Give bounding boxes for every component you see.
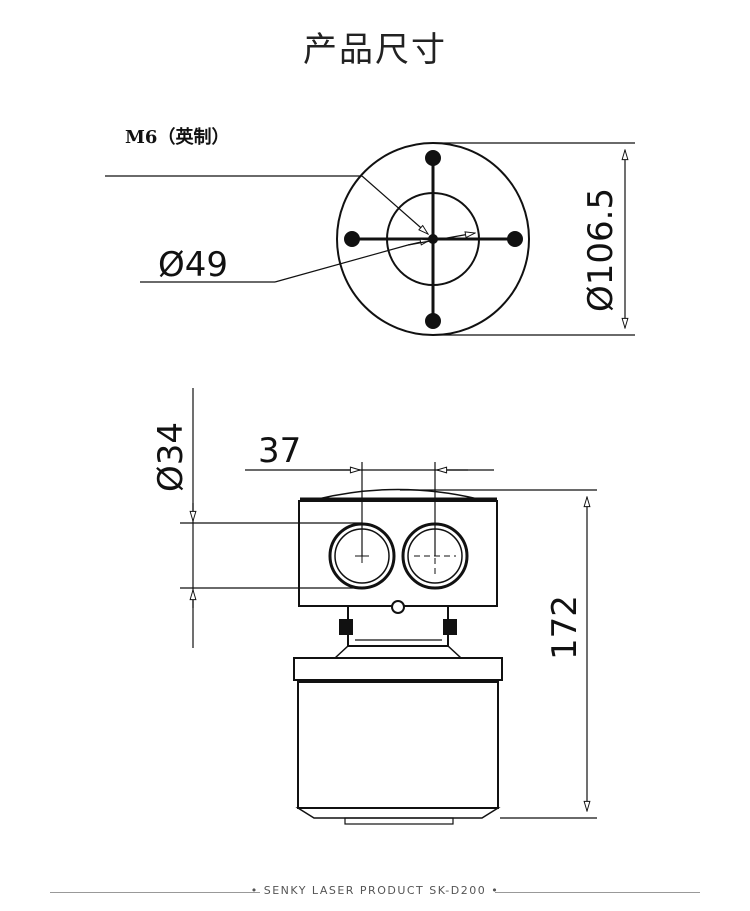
lens-spacing-label: 37: [258, 431, 301, 471]
height-dimension: [400, 489, 597, 819]
inner-diameter-label: Ø49: [158, 245, 228, 285]
outer-diameter-label: Ø106.5: [581, 188, 621, 312]
footer-rule-left: [50, 892, 260, 893]
top-view: [336, 142, 530, 336]
center-dot: [428, 234, 438, 244]
top-dome: [317, 488, 479, 500]
spoke-dot-bottom: [425, 313, 441, 329]
inner-diameter-leader: [140, 233, 475, 283]
lower-body: [297, 681, 499, 809]
footer-rule-right: [495, 892, 700, 893]
height-label: 172: [545, 595, 585, 660]
lens-spacing-dimension: [245, 462, 494, 556]
lens-diameter-dimension: [180, 388, 362, 648]
spoke-dot-right: [507, 231, 523, 247]
page-title: 产品尺寸: [303, 30, 447, 70]
spoke-dot-left: [344, 231, 360, 247]
base-flange-top: [333, 645, 463, 659]
footer-caption: • SENKY LASER PRODUCT SK-D200 •: [250, 884, 500, 897]
base-flange: [293, 657, 503, 681]
mount-leader: [105, 175, 428, 234]
lens-diameter-label: Ø34: [151, 422, 191, 492]
mount-label: M6（英制）: [125, 126, 229, 148]
spoke-dot-top: [425, 150, 441, 166]
outer-diameter-dimension: [433, 142, 635, 336]
bottom-plate: [295, 807, 501, 819]
front-view: [293, 488, 503, 825]
